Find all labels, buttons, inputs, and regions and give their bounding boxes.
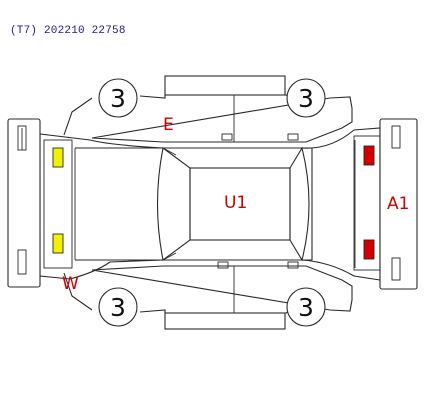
front-bumper-bracket-bottom xyxy=(391,257,401,281)
bottom-rear-door-handle xyxy=(287,261,299,269)
damage-code-front: A1 xyxy=(387,194,409,214)
top-rear-door-handle xyxy=(287,133,299,141)
front-right-wheel xyxy=(286,78,326,118)
rear-cabin-outline xyxy=(302,147,313,261)
yellow-marker-bottom xyxy=(52,233,64,254)
front-right-number: 3 xyxy=(298,84,314,113)
top-roof-rail xyxy=(164,75,286,96)
yellow-marker-top xyxy=(52,147,64,168)
front-left-wheel xyxy=(98,78,138,118)
front-lamp-housing xyxy=(353,135,381,271)
rear-bumper-bracket-top xyxy=(17,125,27,151)
rear-lamp-housing xyxy=(43,139,73,269)
red-marker-bottom xyxy=(363,239,375,260)
red-marker-top xyxy=(363,145,375,166)
rear-right-number: 3 xyxy=(298,293,314,322)
damage-code-rear: W xyxy=(62,274,79,294)
rear-bumper xyxy=(7,118,41,288)
rear-right-wheel xyxy=(286,287,326,327)
top-front-door-handle xyxy=(221,133,233,141)
rear-bumper-bracket-bottom xyxy=(17,249,27,275)
body-outline xyxy=(39,127,381,281)
rear-left-number: 3 xyxy=(110,293,126,322)
header-code: (T7) 202210 22758 xyxy=(10,25,126,37)
front-bumper-bracket-top xyxy=(391,125,401,149)
bottom-roof-rail xyxy=(164,312,286,330)
damage-code-top: E xyxy=(163,115,174,135)
front-left-number: 3 xyxy=(110,84,126,113)
damage-code-roof: U1 xyxy=(224,193,247,213)
a-pillar-lines xyxy=(162,147,177,261)
rear-left-wheel xyxy=(98,287,138,327)
rear-window xyxy=(289,146,310,262)
windshield xyxy=(156,147,191,261)
bottom-front-door-handle xyxy=(217,261,229,269)
